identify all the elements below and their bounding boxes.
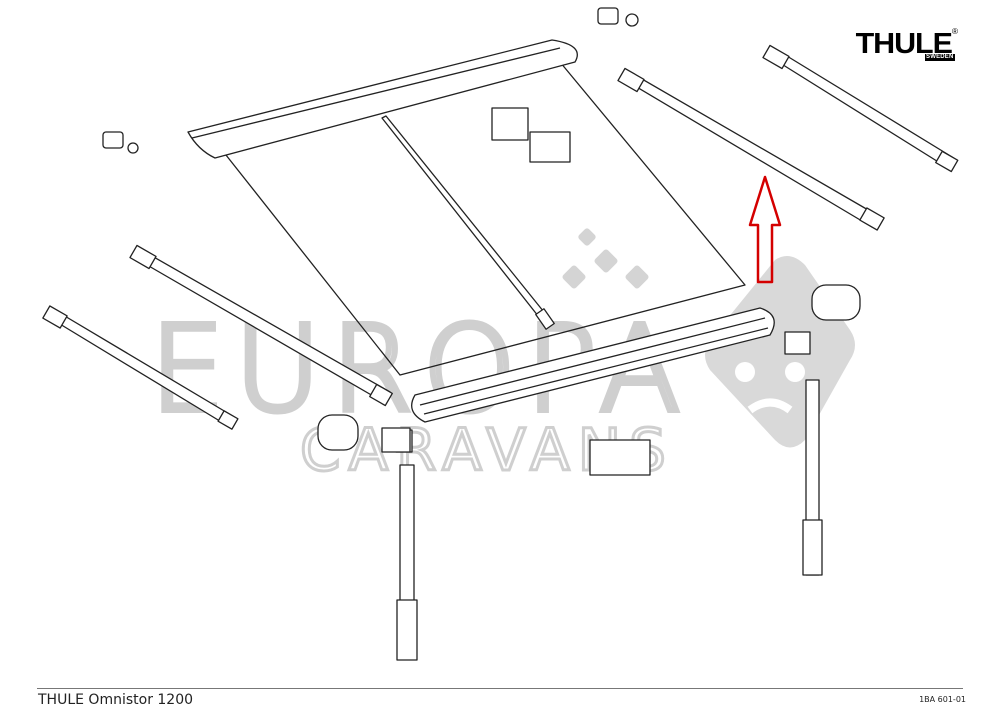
wall-bracket <box>529 131 571 163</box>
drawing-code: 1BA 601-01 <box>919 695 966 704</box>
top-profile <box>187 39 578 159</box>
arrow-up-icon <box>748 175 782 284</box>
watermark-dot <box>562 265 586 289</box>
bracket <box>381 427 411 453</box>
screw <box>625 13 639 27</box>
screw <box>127 142 139 154</box>
tension-rod-end <box>535 308 555 330</box>
tension-rod <box>381 115 553 327</box>
watermark-logo-eye <box>785 362 805 382</box>
handle <box>589 439 651 476</box>
arm-right-1 <box>617 67 885 231</box>
parts <box>42 7 959 661</box>
watermark-logo-eye <box>735 362 755 382</box>
thule-logo-subtext: SWEDEN <box>925 54 955 61</box>
top-profile-edge <box>191 47 561 139</box>
watermark-dot <box>594 249 618 273</box>
cap <box>597 7 619 25</box>
leg-right <box>802 379 823 576</box>
watermark-logo-smile <box>747 398 793 414</box>
wall-bracket <box>491 107 529 141</box>
bracket <box>784 331 811 355</box>
registered-mark: ® <box>951 27 958 37</box>
arm-right-2 <box>762 44 959 173</box>
end-cap <box>317 414 359 451</box>
front-roller-edge <box>423 327 769 415</box>
watermark-dot <box>578 228 596 246</box>
arm-left-1 <box>129 244 393 407</box>
end-cap <box>811 284 861 321</box>
front-roller-edge <box>419 317 766 406</box>
footer-title: THULE Omnistor 1200 <box>38 692 194 708</box>
arm-left-2 <box>42 305 239 430</box>
cap <box>102 131 124 149</box>
watermark-dot <box>625 265 649 289</box>
footer-divider <box>37 688 963 689</box>
front-roller <box>411 307 775 423</box>
